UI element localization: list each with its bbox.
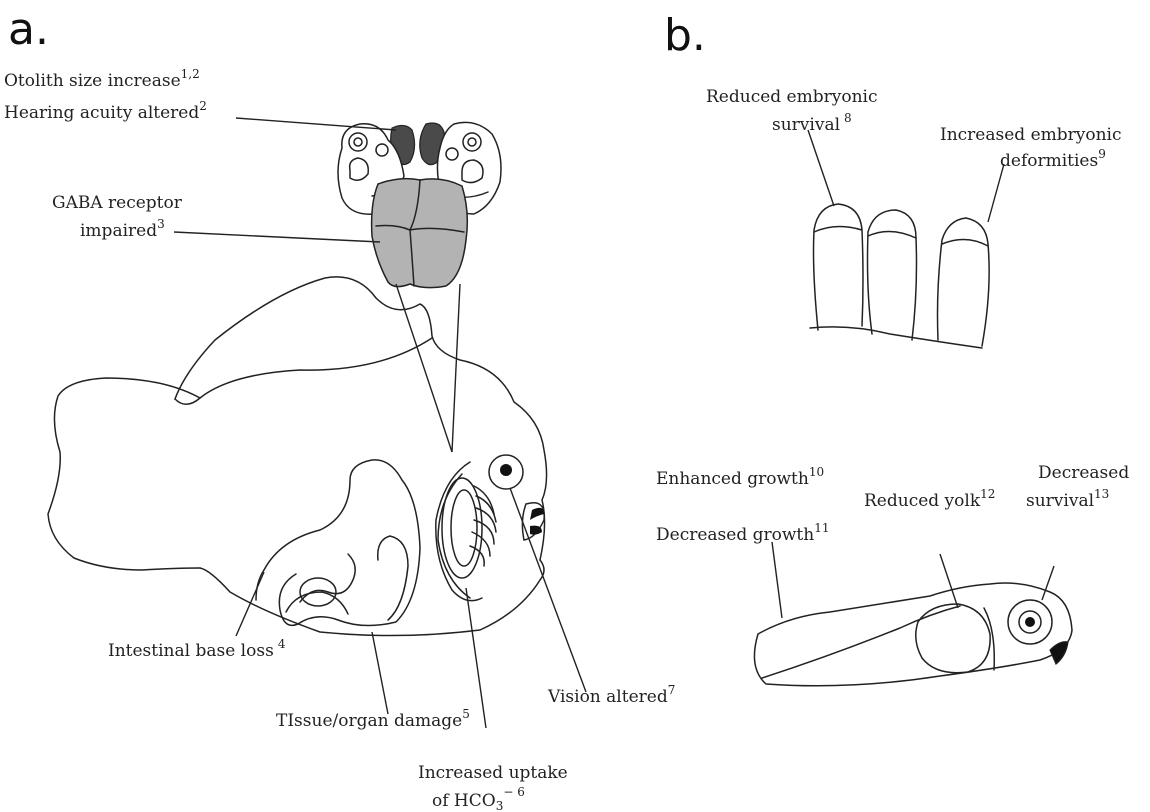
label-enhanced-growth: Enhanced growth10 bbox=[656, 465, 824, 489]
label-hearing: Hearing acuity altered2 bbox=[4, 99, 207, 123]
brain-illustration bbox=[338, 122, 501, 287]
label-embryo-deformities-line1: Increased embryonic bbox=[940, 125, 1122, 145]
panel-b-label: b. bbox=[664, 10, 706, 61]
fish-belly bbox=[200, 560, 544, 636]
embryo-left bbox=[814, 204, 864, 330]
label-vision: Vision altered7 bbox=[547, 683, 675, 707]
larva-pupil bbox=[1025, 617, 1035, 627]
embryo-middle bbox=[868, 210, 917, 340]
label-uptake-line1: Increased uptake bbox=[418, 763, 568, 783]
label-otolith: Otolith size increase1,2 bbox=[4, 67, 200, 91]
label-tissue: TIssue/organ damage5 bbox=[276, 707, 470, 731]
fish-tail bbox=[48, 378, 200, 570]
label-uptake-line2: of HCO3− 6 bbox=[432, 785, 525, 812]
label-embryo-survival-line1: Reduced embryonic bbox=[706, 87, 878, 107]
fish-pupil bbox=[500, 464, 512, 476]
larva-illustration bbox=[754, 583, 1072, 686]
label-embryo-deformities-line2: deformities9 bbox=[1000, 147, 1106, 171]
adult-fish-illustration bbox=[48, 277, 547, 636]
panel-a-label: a. bbox=[8, 4, 49, 55]
label-decreased-survival-line1: Decreased bbox=[1038, 463, 1129, 483]
label-decreased-survival-line2: survival13 bbox=[1026, 487, 1109, 511]
label-gaba-line1: GABA receptor bbox=[52, 193, 183, 213]
label-reduced-yolk: Reduced yolk12 bbox=[864, 487, 995, 511]
larva-yolk bbox=[916, 604, 990, 673]
embryo-base bbox=[810, 327, 982, 348]
label-gaba-line2: impaired3 bbox=[80, 217, 165, 241]
fish-intestine bbox=[264, 460, 420, 626]
label-decreased-growth: Decreased growth11 bbox=[656, 521, 829, 545]
larva-body bbox=[754, 583, 1072, 686]
embryos-illustration bbox=[810, 204, 989, 348]
leader-lines-b bbox=[772, 130, 1054, 618]
embryo-right bbox=[938, 218, 990, 346]
